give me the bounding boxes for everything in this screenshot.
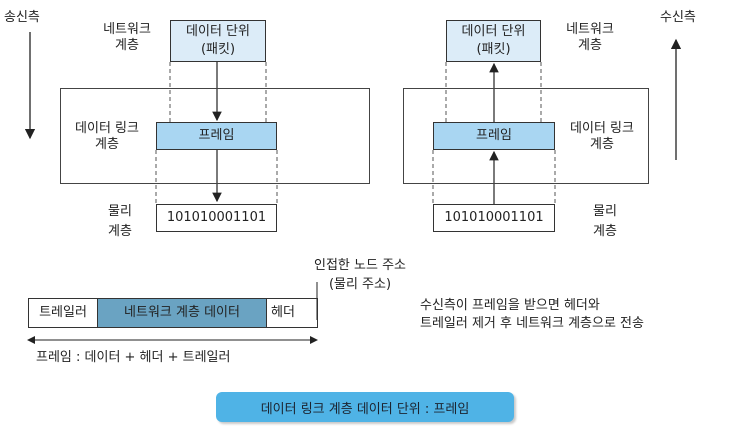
bits-box-left: 101010001101 <box>156 204 277 232</box>
address-note: 인접한 노드 주소(물리 주소) <box>314 258 406 292</box>
sender-label: 송신측 <box>4 10 40 25</box>
frame-box-right: 프레임 <box>433 122 555 150</box>
packet-box-left: 데이터 단위 (패킷) <box>170 20 266 62</box>
packet-box-right: 데이터 단위 (패킷) <box>446 20 541 62</box>
network-data-cell: 네트워크 계층 데이터 <box>97 298 267 328</box>
link-layer-frame-left <box>60 88 370 184</box>
header-cell: 헤더 <box>266 298 318 328</box>
summary-badge: 데이터 링크 계층 데이터 단위 : 프레임 <box>216 392 514 422</box>
trailer-cell: 트레일러 <box>28 298 98 328</box>
receiver-label: 수신측 <box>660 10 696 25</box>
link-layer-frame-right <box>403 88 649 184</box>
frame-formula: 프레임 : 데이터 + 헤더 + 트레일러 <box>36 350 231 365</box>
frame-box-left: 프레임 <box>156 122 277 150</box>
bits-box-right: 101010001101 <box>433 204 555 232</box>
